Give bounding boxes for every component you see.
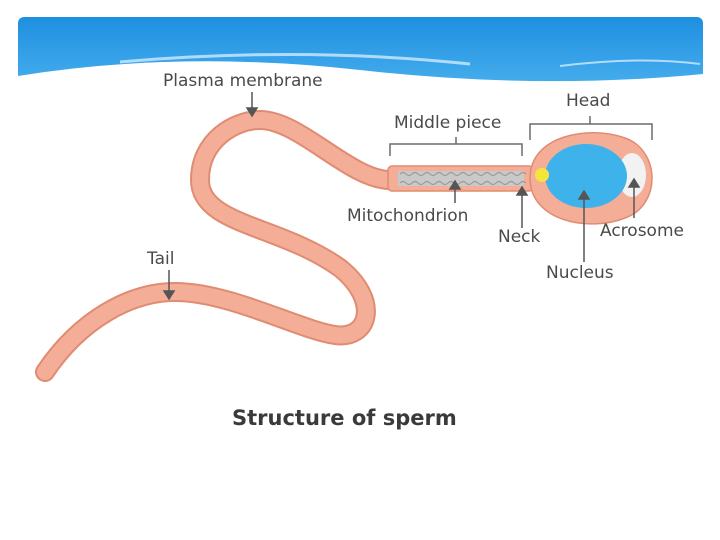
nucleus-arrowhead <box>577 189 591 200</box>
head-bracket <box>529 116 653 140</box>
mitochondria-coils <box>399 171 527 186</box>
neck-label: Neck <box>498 227 541 247</box>
middle-piece-label: Middle piece <box>394 113 502 133</box>
centriole <box>535 168 549 182</box>
header-wave-highlight-2 <box>559 59 701 67</box>
tail-label: Tail <box>147 249 175 269</box>
middle-piece-bracket <box>389 137 523 156</box>
tail-body <box>37 111 398 380</box>
mitochondrion-label: Mitochondrion <box>347 206 469 226</box>
header-banner <box>18 17 703 110</box>
acrosome-label: Acrosome <box>600 221 684 241</box>
plasma-membrane-label: Plasma membrane <box>163 71 323 91</box>
pointer-arrows <box>162 92 641 301</box>
acrosome-arrowhead <box>627 177 641 188</box>
nucleus <box>545 144 627 208</box>
nucleus-label: Nucleus <box>546 263 614 283</box>
mitochondrion-arrowhead <box>448 179 462 190</box>
tail-arrowhead <box>162 290 176 301</box>
header-wave <box>18 61 703 110</box>
plasma-membrane-arrowhead <box>245 107 259 118</box>
header-wave-highlight <box>119 52 471 66</box>
diagram-caption: Structure of sperm <box>232 406 457 430</box>
head-label: Head <box>566 91 611 111</box>
neck-arrowhead <box>515 185 529 196</box>
